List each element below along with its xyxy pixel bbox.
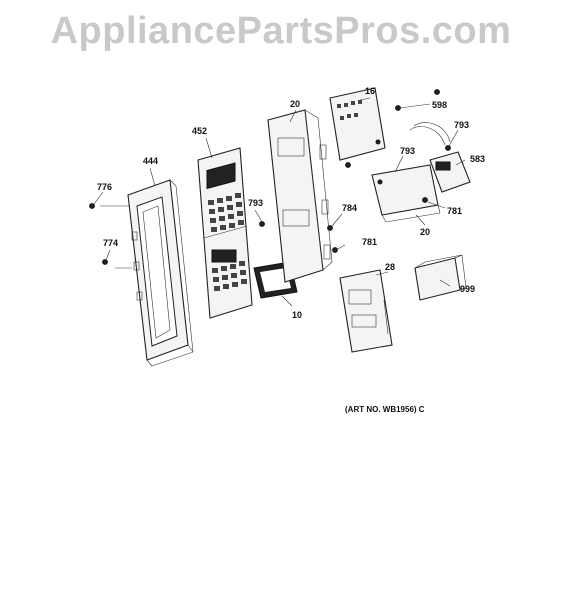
callout-20-a: 20 [290,99,300,109]
callout-793-a: 793 [248,198,263,208]
callout-10: 10 [292,310,302,320]
callout-793-b: 793 [454,120,469,130]
callout-16: 16 [365,86,375,96]
callout-784: 784 [342,203,357,213]
callout-781-a: 781 [362,237,377,247]
callout-793-c: 793 [400,146,415,156]
callout-28: 28 [385,262,395,272]
callout-583: 583 [470,154,485,164]
callout-20-b: 20 [420,227,430,237]
callout-999: 999 [460,284,475,294]
mounting-bracket [371,164,441,223]
callout-444: 444 [143,156,158,166]
harness-box-999 [414,254,467,301]
callout-452: 452 [192,126,207,136]
keypad-lower-grid [212,261,247,291]
callout-598: 598 [432,100,447,110]
leader-lines [93,97,466,307]
callout-labels: 444 776 774 452 793 10 20 784 781 16 598… [97,86,485,320]
keypad-upper-grid [208,193,244,232]
door-frame-444 [127,179,194,367]
control-panel-20 [267,109,333,283]
callout-776: 776 [97,182,112,192]
circuit-board-16 [329,87,386,161]
board-28 [339,269,393,353]
site-watermark: AppliancePartsPros.com [50,10,512,52]
keypad-panel-452 [197,147,253,319]
callout-781-b: 781 [447,206,462,216]
art-number: (ART NO. WB1956) C [345,405,425,414]
component-583 [409,122,471,193]
callout-774: 774 [103,238,118,248]
screws [89,89,451,265]
